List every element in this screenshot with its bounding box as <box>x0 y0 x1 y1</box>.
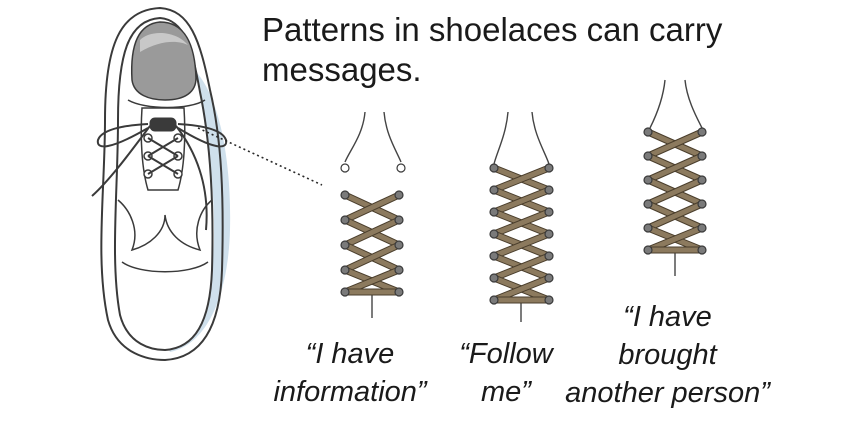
lace-end-right <box>383 111 402 163</box>
eyelet <box>340 190 350 200</box>
caption-line: information” <box>273 376 427 408</box>
eyelet <box>643 175 653 185</box>
shoe-sole-outline <box>100 6 224 362</box>
lace-diagonal <box>645 177 705 207</box>
lacing-pattern-information <box>340 111 406 318</box>
eyelet <box>544 295 554 305</box>
eyelet <box>544 163 554 173</box>
shoe-lace <box>91 123 228 231</box>
eyelet <box>340 265 350 275</box>
eyelet <box>489 273 499 283</box>
lace-end-left <box>649 79 666 129</box>
lace-diagonal <box>645 153 705 183</box>
caption-line: “I have <box>305 338 395 370</box>
lace-diagonal <box>645 225 705 253</box>
eyelet <box>396 163 406 173</box>
shoe-illustration <box>91 6 231 362</box>
lace-diagonal <box>491 165 552 193</box>
lace-diagonal <box>342 217 402 248</box>
eyelet <box>394 265 404 275</box>
eyelet <box>544 251 554 261</box>
lace-diagonal <box>342 242 402 273</box>
toe-cap-highlight <box>140 33 188 52</box>
caption-brought-another-person: “I have brought another person” <box>555 298 780 412</box>
eyelet <box>697 245 707 255</box>
eyelet <box>544 207 554 217</box>
eyelet <box>340 240 350 250</box>
caption-line: “I have <box>623 301 712 333</box>
lace-diagonal <box>342 267 402 295</box>
caption-information: “I have information” <box>250 335 450 411</box>
lacing-pattern-follow-me <box>489 111 554 322</box>
shoe-shadow <box>165 60 231 352</box>
lace-diagonal <box>491 275 552 303</box>
eyelet <box>340 215 350 225</box>
eyelet <box>544 185 554 195</box>
caption-line: “Follow <box>459 338 553 370</box>
heel-seam <box>121 261 209 273</box>
lace-end-left <box>344 111 366 163</box>
lace-diagonal <box>491 187 552 215</box>
lace-diagonal <box>491 231 552 259</box>
eyelet <box>697 199 707 209</box>
eyelet <box>697 151 707 161</box>
headline: Patterns in shoelaces can carry messages… <box>262 11 723 88</box>
lace-diagonal <box>645 129 705 159</box>
lace-end-right <box>684 79 703 129</box>
eyelet <box>489 207 499 217</box>
caption-line: another person” <box>565 377 770 409</box>
eyelet <box>697 175 707 185</box>
eyelet <box>394 215 404 225</box>
caption-follow-me: “Follow me” <box>446 335 566 411</box>
eyelet <box>340 287 350 297</box>
lace-diagonal <box>645 201 705 231</box>
eyelet <box>489 251 499 261</box>
eyelet <box>643 127 653 137</box>
eyelet <box>643 151 653 161</box>
eyelet <box>544 229 554 239</box>
lace-knot <box>149 117 177 132</box>
caption-line: brought <box>618 339 717 371</box>
eyelet <box>489 229 499 239</box>
eyelet <box>643 223 653 233</box>
eyelet <box>394 190 404 200</box>
eyelet <box>697 223 707 233</box>
eyelet <box>489 185 499 195</box>
eyelet <box>643 199 653 209</box>
lacing-pattern-brought-another-person <box>643 79 707 276</box>
eyelet <box>697 127 707 137</box>
lace-diagonal <box>491 209 552 237</box>
eyelet <box>544 273 554 283</box>
eyelet <box>489 163 499 173</box>
lace-end-right <box>531 111 550 165</box>
eyelet <box>394 240 404 250</box>
eyelet <box>340 163 350 173</box>
lace-diagonal <box>491 253 552 281</box>
caption-line: me” <box>481 376 531 408</box>
lace-end-left <box>493 111 509 165</box>
eyelet <box>394 287 404 297</box>
eyelet <box>489 295 499 305</box>
eyelet <box>643 245 653 255</box>
lace-diagonal <box>342 192 402 223</box>
wingtip-seam <box>117 199 213 252</box>
